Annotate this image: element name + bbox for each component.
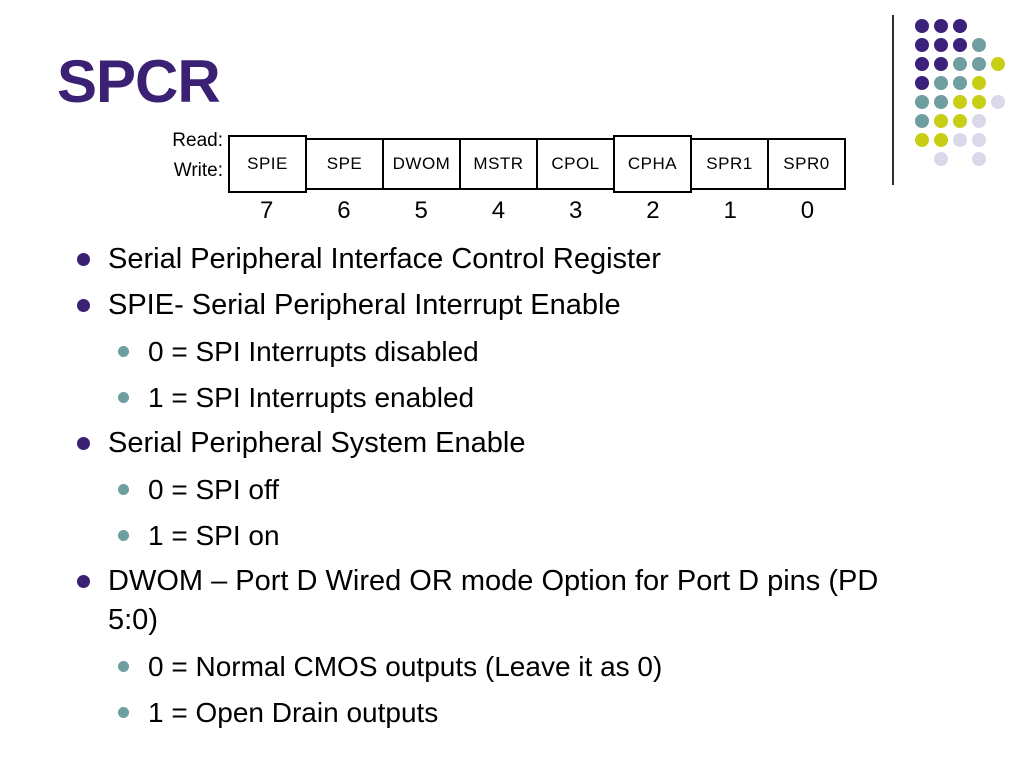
register-bit-cell: CPHA [613,135,692,193]
list-item: DWOM – Port D Wired OR mode Option for P… [75,562,920,640]
bullet-icon [118,530,129,541]
deco-dot [952,113,967,128]
register-read-label: Read: [172,130,223,151]
register-bit-numbers: 7 6 5 4 3 2 1 0 [228,196,846,226]
deco-dot [914,94,929,109]
deco-dot [952,75,967,90]
list-item-text: Serial Peripheral Interface Control Regi… [108,243,661,275]
register-bit-cell: SPR0 [767,138,846,190]
bullet-icon [118,707,129,718]
deco-dot [971,94,986,109]
deco-dot [952,37,967,52]
bullet-icon [77,575,90,588]
deco-dot [990,94,1005,109]
bit-number: 6 [337,197,351,224]
deco-dot [971,132,986,147]
list-item: Serial Peripheral Interface Control Regi… [75,240,920,279]
deco-dot [990,56,1005,71]
register-bit-cell: SPR1 [690,138,769,190]
bullet-icon [77,299,90,312]
deco-dot [952,94,967,109]
bullet-icon [77,437,90,450]
deco-dot [914,75,929,90]
register-write-label: Write: [173,160,223,181]
decorative-dot-grid [912,16,1007,168]
list-item: 1 = SPI Interrupts enabled [116,378,920,417]
bit-number: 4 [491,197,506,224]
deco-dot [971,113,986,128]
deco-dot [914,56,929,71]
list-item: 0 = SPI Interrupts disabled [116,332,920,371]
deco-dot [933,94,948,109]
bit-number: 2 [646,197,660,224]
list-item-text: 0 = SPI Interrupts disabled [148,336,479,367]
bullet-icon [118,392,129,403]
list-item: 0 = SPI off [116,470,920,509]
deco-dot [933,113,948,128]
register-bit-cell: MSTR [459,138,538,190]
list-item-text: 1 = SPI Interrupts enabled [148,382,475,413]
list-item-text: Serial Peripheral System Enable [108,427,526,459]
bullet-list: Serial Peripheral Interface Control Regi… [75,240,920,739]
slide-title: SPCR [57,48,221,115]
bullet-icon [77,253,90,266]
bullet-icon [118,661,129,672]
bit-number: 1 [723,197,737,224]
deco-dot [933,75,948,90]
bit-number: 3 [568,197,583,224]
deco-dot [933,37,948,52]
register-bit-cell: DWOM [382,138,461,190]
list-item: Serial Peripheral System Enable [75,424,920,463]
list-item-text: SPIE- Serial Peripheral Interrupt Enable [108,289,621,321]
deco-dot [952,132,967,147]
deco-dot [914,132,929,147]
deco-dot [952,56,967,71]
bullet-icon [118,346,129,357]
register-bit-cell: SPE [305,138,384,190]
bit-number: 0 [800,197,815,224]
register-bit-cell: CPOL [536,138,615,190]
deco-dot [933,132,948,147]
list-item-text: 1 = SPI on [148,520,280,551]
deco-dot [933,151,948,166]
deco-dot [914,18,929,33]
list-item-text: 1 = Open Drain outputs [148,697,439,728]
deco-dot [971,75,986,90]
list-item-text: DWOM – Port D Wired OR mode Option for P… [108,565,879,636]
bit-number: 5 [414,197,428,224]
list-item: 0 = Normal CMOS outputs (Leave it as 0) [116,647,920,686]
deco-dot [914,113,929,128]
deco-dot [914,37,929,52]
list-item: 1 = SPI on [116,516,920,555]
register-bit-cell: SPIE [228,135,307,193]
list-item: 1 = Open Drain outputs [116,693,920,732]
deco-dot [952,18,967,33]
deco-dot [971,37,986,52]
bit-number: 7 [259,197,274,224]
list-item: SPIE- Serial Peripheral Interrupt Enable [75,286,920,325]
list-item-text: 0 = Normal CMOS outputs (Leave it as 0) [148,651,663,682]
deco-dot [971,151,986,166]
deco-dot [933,56,948,71]
deco-dot [971,56,986,71]
list-item-text: 0 = SPI off [148,474,280,505]
bullet-icon [118,484,129,495]
deco-dot [933,18,948,33]
divider-line [892,15,894,185]
